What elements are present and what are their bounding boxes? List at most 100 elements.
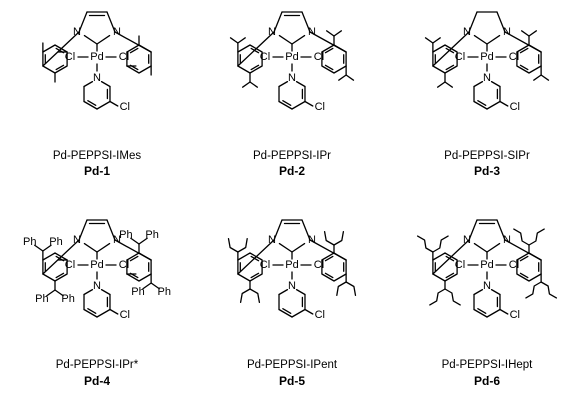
pyridine-cl-bond — [109, 100, 119, 107]
compound-name-1: Pd-PEPPSI-IMes — [52, 150, 142, 162]
aryl-left-2-ipr-up-methyl-b — [237, 37, 246, 44]
pyridine-chloride: Cl — [510, 101, 520, 113]
aryl-right-4-chph2-dn-ph-b: Ph — [131, 286, 144, 298]
pyridine-chloride: Cl — [120, 309, 130, 321]
aryl-left-4-chph2-dn-ph-b-bond — [46, 289, 56, 297]
aryl-left-6-hept-up-propyl-a — [416, 235, 434, 253]
chloride-left: Cl — [260, 259, 270, 271]
pyridine-cl-bond — [304, 100, 314, 107]
pyridine-double-b — [477, 308, 487, 314]
pyridine-cl-bond — [499, 308, 509, 315]
ring-n-left-c2 — [278, 34, 293, 45]
ring-n-right-c2 — [96, 242, 111, 253]
nitrogen-right: N — [113, 234, 121, 246]
ring-n-left-c4 — [78, 219, 88, 241]
aryl-right-4-chph2-up-ph-a: Ph — [119, 229, 132, 241]
nitrogen-right: N — [308, 26, 316, 38]
aryl-right-6-hept-up-propyl-b — [528, 228, 545, 246]
aryl-left-2-ipr-dn-methyl-a — [249, 81, 259, 88]
aryl-right-5-n-bond — [309, 239, 347, 261]
pyridine-double-b — [282, 100, 292, 106]
pyridine-nitrogen: N — [93, 72, 101, 84]
ring-n-left-c4 — [468, 11, 478, 33]
pyridine-bond-6 — [83, 288, 94, 296]
aryl-right-3-n-bond — [504, 31, 542, 53]
palladium: Pd — [480, 259, 493, 271]
ring-n-left-c2 — [83, 242, 98, 253]
pyridine-cl-bond — [109, 308, 119, 315]
pyridine-double-b — [87, 100, 97, 106]
aryl-right-1-double-a — [129, 47, 139, 54]
aryl-left-6-hept-dn-propyl-a — [444, 288, 461, 306]
aryl-right-5-ring — [321, 252, 347, 282]
ring-n-left-c4 — [273, 219, 283, 241]
pyridine-bond-6 — [278, 288, 289, 296]
pyridine-bond-4 — [83, 308, 98, 318]
chloride-left: Cl — [260, 51, 270, 63]
palladium: Pd — [285, 51, 298, 63]
ring-n-left-c4 — [468, 219, 478, 241]
pyridine-bond-3 — [291, 308, 306, 318]
ring-n-left-c4 — [273, 11, 283, 33]
aryl-left-5-double-a — [250, 272, 260, 279]
aryl-right-2-double-a — [324, 47, 334, 54]
pyridine-double-b — [477, 100, 487, 106]
pyridine-bond-4 — [473, 308, 488, 318]
aryl-right-6-n-bond — [504, 239, 542, 261]
aryl-left-2-ring — [237, 44, 263, 74]
aryl-right-1-n-bond — [114, 31, 152, 53]
aryl-right-6-double-a — [519, 255, 529, 262]
ring-n-left-c2 — [473, 242, 488, 253]
compound-label-5: Pd-5 — [278, 374, 305, 388]
pyridine-bond-4 — [278, 100, 293, 110]
chloride-right: Cl — [509, 51, 519, 63]
pyridine-bond-3 — [96, 100, 111, 110]
aryl-left-2-double-a — [250, 64, 260, 71]
aryl-right-5-pent-dn-ethyl-a — [345, 281, 357, 297]
nitrogen-right: N — [503, 26, 511, 38]
pyridine-nitrogen: N — [483, 280, 491, 292]
pyridine-chloride: Cl — [315, 101, 325, 113]
chloride-right: Cl — [314, 51, 324, 63]
aryl-right-4-chph2-dn-ph-a-bond — [150, 282, 160, 290]
pyridine-bond-4 — [83, 100, 98, 110]
aryl-left-4-double-a — [55, 272, 65, 279]
nitrogen-right: N — [113, 26, 121, 38]
nitrogen-left: N — [73, 26, 81, 38]
aryl-left-4-n-bond — [42, 239, 80, 275]
ring-n-right-c2 — [486, 34, 501, 45]
pyridine-bond-3 — [486, 100, 501, 110]
aryl-right-6-hept-dn-propyl-a — [540, 281, 558, 299]
aryl-right-2-ipr-dn-methyl-a — [345, 74, 355, 81]
pyridine-bond-6 — [83, 80, 94, 88]
aryl-right-5-pent-dn-ethyl-b — [336, 281, 347, 297]
pyridine-chloride: Cl — [510, 309, 520, 321]
pyridine-bond-1 — [490, 80, 501, 88]
aryl-left-5-n-bond — [237, 239, 275, 275]
aryl-right-3-ring — [516, 44, 542, 74]
aryl-left-4-ring — [42, 252, 68, 282]
aryl-left-2-n-bond — [237, 31, 275, 67]
ring-n-right-c2 — [486, 242, 501, 253]
aryl-right-5-double-c — [324, 272, 334, 279]
compound-label-3: Pd-3 — [473, 164, 500, 178]
ring-n-right-c5 — [301, 11, 311, 33]
aryl-left-5-pent-up-ethyl-a — [227, 237, 239, 253]
aryl-left-6-double-a — [445, 272, 455, 279]
aryl-right-4-double-a — [129, 255, 139, 262]
nitrogen-right: N — [503, 234, 511, 246]
palladium: Pd — [480, 51, 493, 63]
aryl-right-5-pent-up-ethyl-a — [323, 230, 335, 246]
compound-label-1: Pd-1 — [83, 164, 110, 178]
pyridine-double-b — [87, 308, 97, 314]
aryl-right-4-chph2-dn-ph-b-bond — [142, 282, 152, 290]
ring-n-left-c2 — [83, 34, 98, 45]
aryl-left-2-ipr-up-methyl-a — [229, 37, 239, 44]
palladium: Pd — [90, 51, 103, 63]
chloride-left: Cl — [65, 51, 75, 63]
ring-n-right-c2 — [291, 34, 306, 45]
aryl-right-2-n-bond — [309, 31, 347, 53]
